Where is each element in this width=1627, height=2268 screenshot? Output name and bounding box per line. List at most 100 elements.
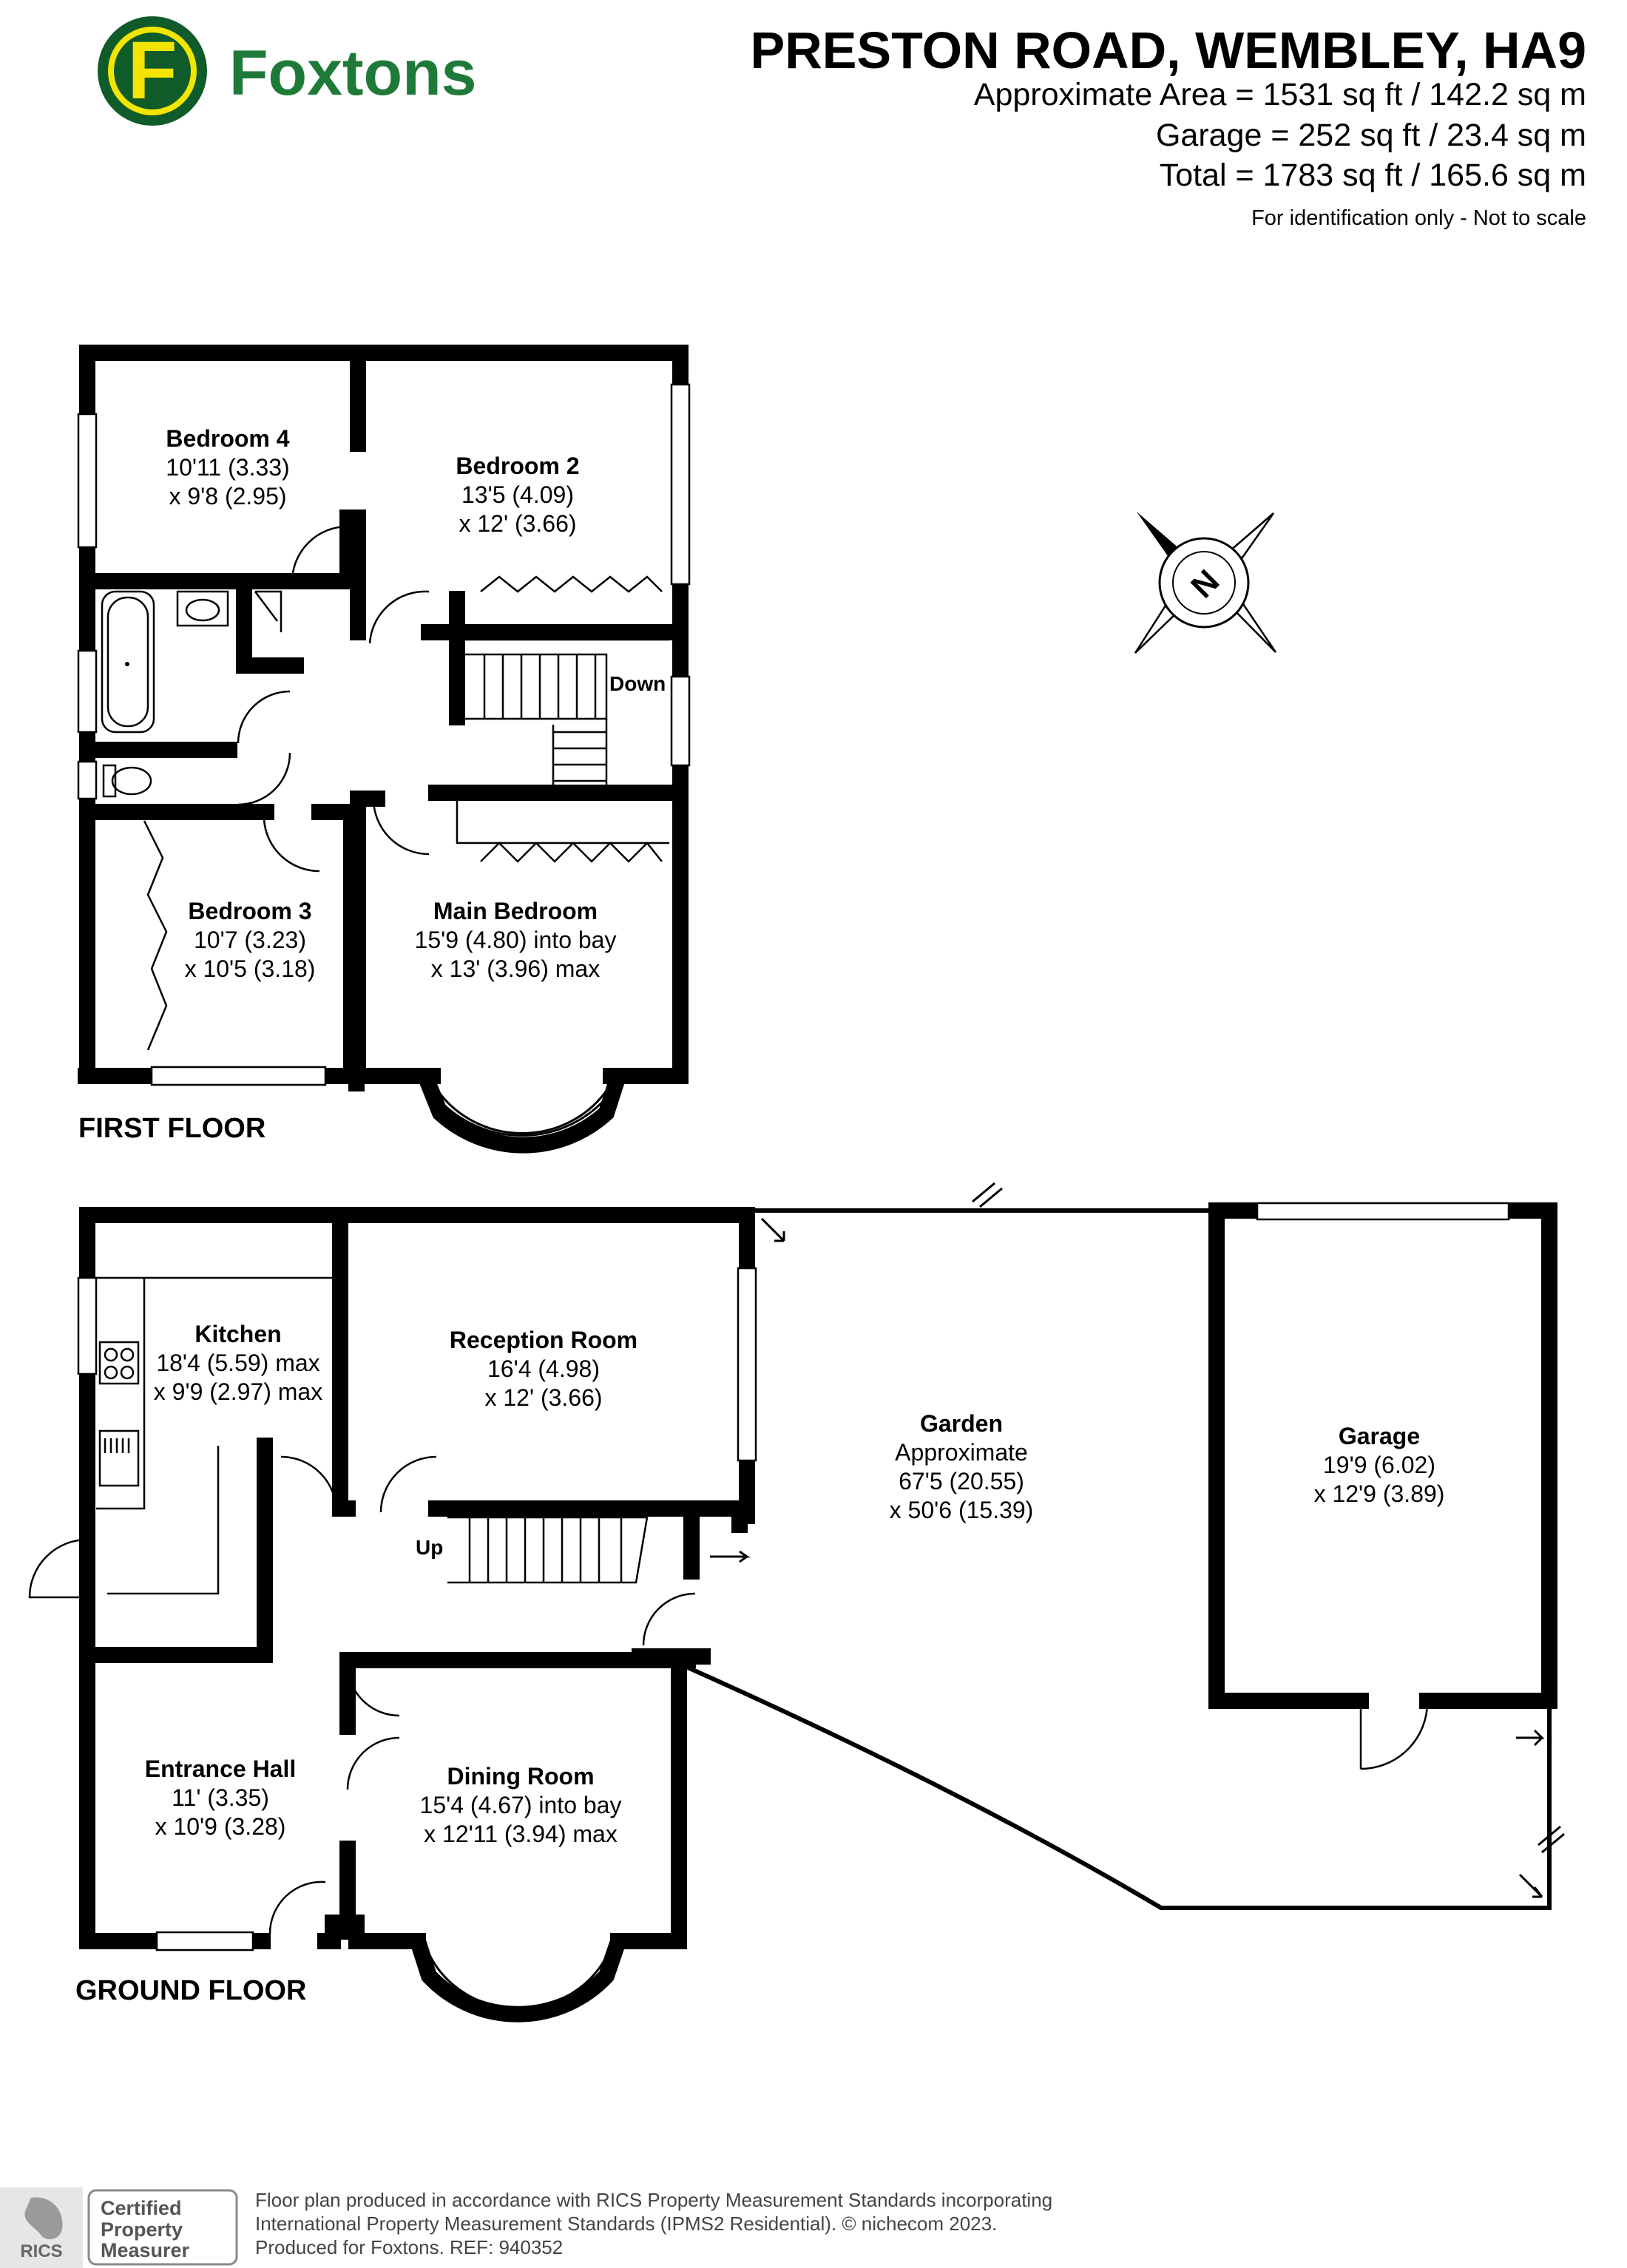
stair-upper-treads (483, 654, 597, 719)
kitchen-name: Kitchen (195, 1321, 281, 1347)
ground-floor-plan: Up Kitchen 18'4 (5.59) max x 9'9 (2.97) … (28, 1182, 1565, 2022)
rear-door-swing (642, 1592, 696, 1646)
rics-wordmark: RICS (20, 2241, 62, 2261)
north-arrow-compass-icon: N (1134, 512, 1277, 654)
bathroom-window (77, 649, 98, 734)
bedroom2-window (670, 383, 691, 586)
bedroom4-dim1: 10'11 (3.33) (166, 454, 289, 481)
badge-line-3: Measurer (101, 2239, 190, 2261)
first-floor-label: FIRST FLOOR (78, 1113, 265, 1144)
garage-dim1: 19'9 (6.02) (1323, 1452, 1435, 1478)
bedroom2-dim2: x 12' (3.66) (459, 510, 576, 537)
front-door-swing (268, 1881, 326, 1934)
reception-dim2: x 12' (3.66) (484, 1384, 602, 1411)
bay-window-glazing (424, 1080, 620, 1137)
bedroom3-window (150, 1066, 327, 1086)
approximate-area: Approximate Area = 1531 sq ft / 142.2 sq… (974, 77, 1586, 112)
dining-bay-wall (410, 1938, 626, 2022)
sink-drainer (104, 1438, 130, 1453)
dining-room-dim2: x 12'11 (3.94) max (424, 1821, 618, 1847)
hall-window (155, 1931, 254, 1952)
kitchen-sink (98, 1429, 140, 1487)
wc-door-swing (237, 752, 291, 806)
reception-door-swing (379, 1455, 437, 1513)
property-title: PRESTON ROAD, WEMBLEY, HA9 (751, 21, 1587, 79)
kitchen-window (77, 1276, 98, 1375)
bath-inner (106, 596, 149, 728)
wall-kitchen-reception (332, 1216, 356, 1517)
bedroom3-dim1: 10'7 (3.23) (194, 927, 306, 953)
logo-mark: F (127, 25, 177, 116)
access-arrow-1 (760, 1217, 785, 1242)
access-arrow-4 (710, 1550, 751, 1563)
bath (101, 590, 155, 734)
garden-south-boundary (686, 1665, 1552, 1910)
main-bedroom-bay-wall (417, 1072, 626, 1154)
main-bedroom-wardrobe-doors (480, 842, 663, 863)
kitchen-hob (98, 1341, 140, 1385)
kitchen-dim1: 18'4 (5.59) max (156, 1350, 319, 1376)
foxtons-logo: F Foxtons (98, 16, 476, 126)
garden-sub: Approximate (895, 1439, 1028, 1466)
reception-name: Reception Room (450, 1327, 637, 1353)
garden-dim2: x 50'6 (15.39) (890, 1497, 1034, 1523)
wall-reception-south (428, 1500, 748, 1533)
ground-floor-outer-walls (79, 1207, 755, 1949)
wc-pan (111, 766, 152, 796)
main-bedroom-dim2: x 13' (3.96) max (431, 955, 600, 982)
wc-window (77, 760, 98, 800)
garage-window (1256, 1202, 1510, 1221)
bedroom3-dim2: x 10'5 (3.18) (185, 955, 316, 982)
wall-bed3-main (311, 804, 359, 1077)
stairs-down-label: Down (609, 672, 666, 695)
dining-room-name: Dining Room (447, 1763, 594, 1790)
kitchen-door-swing (280, 1455, 338, 1513)
garage-area: Garage = 252 sq ft / 23.4 sq m (1156, 118, 1586, 153)
bedroom2-dim1: 13'5 (4.09) (461, 481, 574, 508)
basin (176, 590, 229, 627)
bedroom4-name: Bedroom 4 (166, 425, 289, 452)
garage-dim2: x 12'9 (3.89) (1314, 1480, 1445, 1507)
side-gate-mark (1538, 1825, 1565, 1854)
bedroom3-door-swing (263, 819, 320, 873)
garage-door-swing (1359, 1702, 1429, 1770)
dining-east-wall (610, 1652, 687, 1949)
total-area: Total = 1783 sq ft / 165.6 sq m (1160, 158, 1586, 193)
dining-bay-glazing-inner (427, 1953, 609, 2010)
reception-window (737, 1267, 757, 1462)
stair-upper-flight (457, 653, 608, 720)
badge-line-1: Certified (101, 2197, 182, 2219)
hob-ring-3 (104, 1365, 118, 1380)
compass-inner-ring (1172, 551, 1236, 615)
wall-bed2-west (339, 510, 366, 640)
badge-line-2: Property (101, 2218, 183, 2241)
wc-cistern (102, 764, 117, 798)
wall-bath-east (236, 573, 304, 674)
dining-double-door (346, 1663, 400, 1790)
stairs-up-label: Up (416, 1536, 443, 1559)
wall-main-west (350, 791, 385, 1077)
bedroom2-door-swing (368, 590, 430, 644)
rics-lion-icon (24, 2197, 63, 2240)
wall-kitchen-hall (88, 1438, 273, 1663)
dining-front-wall-west (348, 1915, 426, 1949)
ground-stair (447, 1516, 649, 1584)
garage-name: Garage (1339, 1423, 1420, 1449)
reception-dim1: 16'4 (4.98) (487, 1355, 600, 1382)
bedroom3-wardrobe-doors (143, 820, 168, 1051)
certified-measurer-badge (87, 2189, 238, 2266)
stair-lower-flight (552, 719, 608, 790)
hob-ring-4 (120, 1365, 135, 1380)
footer-line-3: Produced for Foxtons. REF: 940352 (255, 2236, 563, 2258)
kitchen-side-door (28, 1538, 88, 1599)
main-bedroom-dim1: 15'9 (4.80) into bay (415, 927, 617, 953)
first-floor-plan: Down Bedroom 4 10'11 (3.33) x 9'8 (2.95)… (77, 345, 691, 1154)
main-bedroom-name: Main Bedroom (433, 898, 598, 924)
main-bedroom-door-swing (372, 798, 430, 856)
garage-walls (1208, 1202, 1557, 1709)
access-arrow-2 (1516, 1729, 1545, 1747)
bath-drain (125, 662, 129, 666)
kitchen-dim2: x 9'9 (2.97) max (154, 1378, 322, 1405)
bedroom4-dim2: x 9'8 (2.95) (169, 483, 286, 510)
